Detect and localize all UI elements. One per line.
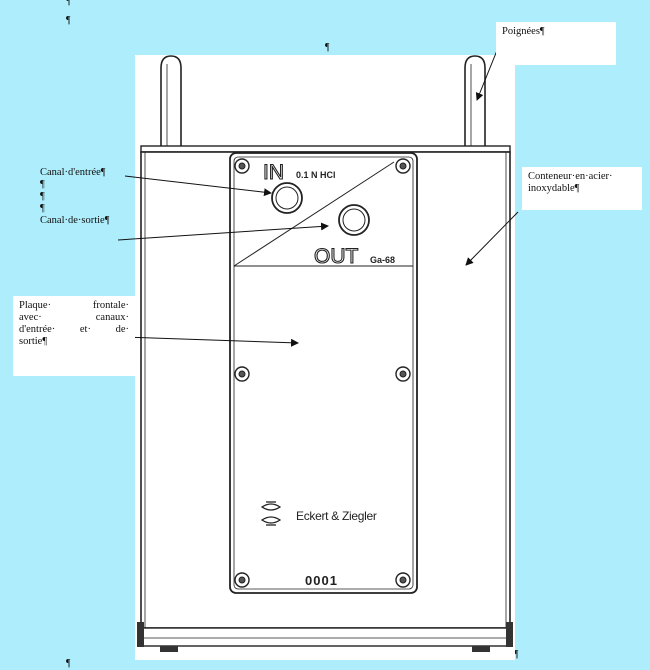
pilcrow-mark: ¶ bbox=[514, 649, 519, 660]
callout-plaque: Plaque· frontale· avec· canaux· d'entrée… bbox=[13, 296, 135, 376]
callout-text: Canal·d'entrée¶ bbox=[40, 167, 106, 178]
front-plate bbox=[229, 152, 418, 594]
callout-text: sortie¶ bbox=[19, 336, 48, 347]
callout-text: avec· canaux· bbox=[19, 312, 129, 323]
pilcrow-mark: ¶ bbox=[66, 658, 71, 669]
callout-text: ¶ bbox=[40, 179, 45, 190]
arrow-conteneur bbox=[465, 211, 519, 266]
pilcrow-mark: ¶ bbox=[66, 0, 71, 7]
callout-conteneur: Conteneur·en·acier· inoxydable¶ bbox=[522, 167, 642, 210]
callout-text: Poignées¶ bbox=[502, 26, 545, 37]
out-sublabel: Ga-68 bbox=[370, 255, 395, 265]
callout-text: Conteneur·en·acier· bbox=[528, 171, 613, 182]
brand-logo-icon bbox=[260, 501, 282, 526]
arrow-canal-sortie bbox=[117, 222, 329, 241]
handle-left bbox=[160, 55, 182, 147]
callout-text: inoxydable¶ bbox=[528, 183, 580, 194]
in-sublabel: 0.1 N HCl bbox=[296, 170, 336, 180]
serial-number: 0001 bbox=[305, 573, 338, 588]
handle-right bbox=[464, 55, 486, 147]
inlet-port bbox=[271, 182, 303, 214]
callout-text: d'entrée· et· de· bbox=[19, 324, 129, 335]
screw-icons bbox=[234, 158, 411, 588]
callout-poignees: Poignées¶ bbox=[496, 22, 616, 65]
outlet-port bbox=[338, 204, 370, 236]
container-feet bbox=[137, 622, 513, 652]
in-label: IN bbox=[263, 161, 284, 184]
callout-text: Canal·de·sortie¶ bbox=[40, 215, 110, 226]
callout-text: ¶ bbox=[40, 203, 45, 214]
callout-text: Plaque· frontale· bbox=[19, 300, 129, 311]
pilcrow-mark: ¶ bbox=[66, 15, 71, 26]
out-label: OUT bbox=[314, 245, 359, 268]
pilcrow-mark: ¶ bbox=[325, 42, 330, 53]
arrow-poignees bbox=[475, 47, 499, 101]
callout-text: ¶ bbox=[40, 191, 45, 202]
brand-name: Eckert & Ziegler bbox=[296, 509, 377, 523]
callout-canal: Canal·d'entrée¶ ¶ ¶ ¶ Canal·de·sortie¶ bbox=[40, 167, 135, 242]
arrow-canal-entree bbox=[124, 175, 272, 197]
